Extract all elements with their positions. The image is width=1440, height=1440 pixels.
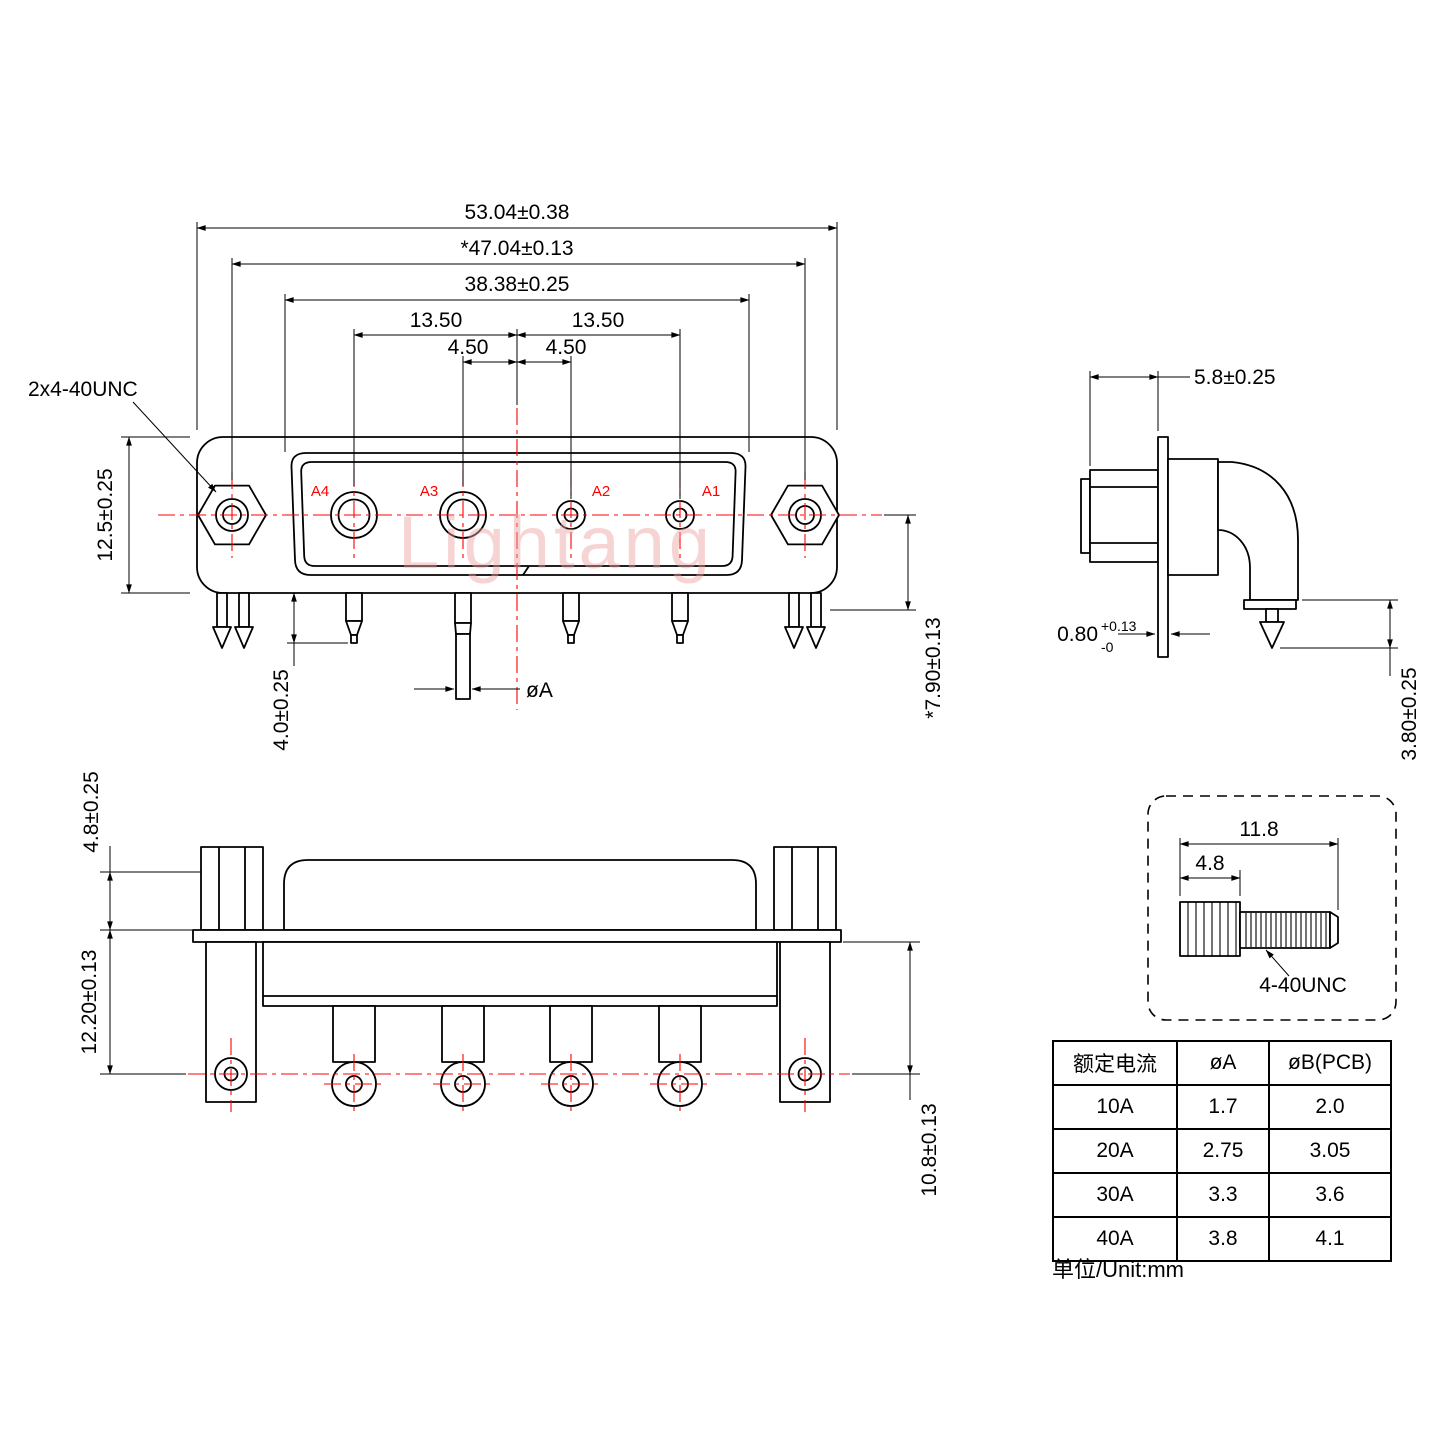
front-dimensions: 53.04±0.38 *47.04±0.13 38.38±0.25 13.50 … (28, 201, 945, 751)
dim-4-5-left: 4.50 (448, 336, 489, 359)
screw-head (1179, 901, 1241, 957)
dim-body-to-hole: 10.8±0.13 (918, 1103, 941, 1196)
cell-dia-b: 4.1 (1268, 1216, 1392, 1262)
cell-dia-b: 2.0 (1268, 1084, 1392, 1130)
col-header-dia-b: øB(PCB) (1268, 1040, 1392, 1086)
table-row: 20A 2.75 3.05 (1052, 1128, 1392, 1174)
table-row: 40A 3.8 4.1 (1052, 1216, 1392, 1262)
dim-flange-thickness: 0.80 (1057, 623, 1098, 646)
side-right-angle-bracket (1217, 461, 1299, 601)
bottom-left-standoff (200, 846, 264, 931)
table-row: 10A 1.7 2.0 (1052, 1084, 1392, 1130)
cell-dia-b: 3.6 (1268, 1172, 1392, 1218)
front-contacts: A4 A3 A2 A1 (311, 483, 720, 539)
bottom-body (192, 846, 842, 1107)
dim-flange-thickness-plus: +0.13 (1101, 618, 1137, 634)
spec-table: 额定电流 øA øB(PCB) 10A 1.7 2.0 20A 2.75 3.0… (1052, 1040, 1392, 1262)
dim-13-right: 13.50 (572, 309, 625, 332)
watermark: Lightang (398, 501, 714, 584)
cell-dia-a: 2.75 (1176, 1128, 1270, 1174)
bottom-shell (283, 859, 757, 931)
side-jackscrew (1089, 469, 1159, 563)
current-rating-table: 额定电流 øA øB(PCB) 10A 1.7 2.0 20A 2.75 3.0… (1052, 1040, 1392, 1262)
cell-current: 30A (1052, 1172, 1178, 1218)
cell-dia-a: 3.8 (1176, 1216, 1270, 1262)
side-snap-pin (1259, 621, 1285, 649)
dim-front-depth: 5.8±0.25 (1194, 366, 1276, 389)
side-body (1080, 436, 1299, 658)
table-row: 30A 3.3 3.6 (1052, 1172, 1392, 1218)
cell-current: 10A (1052, 1084, 1178, 1130)
cell-dia-a: 1.7 (1176, 1084, 1270, 1130)
dim-4-5-right: 4.50 (546, 336, 587, 359)
side-flange-plate (1157, 436, 1169, 658)
side-dimensions: 5.8±0.25 0.80 +0.13 -0 3.80±0.25 (1057, 366, 1421, 761)
cell-dia-b: 3.05 (1268, 1128, 1392, 1174)
col-header-rated-current: 额定电流 (1052, 1040, 1178, 1086)
screw-detail: 11.8 4.8 4-40UNC (1147, 795, 1397, 1021)
screw-threads (1245, 913, 1327, 947)
cell-dia-a: 3.3 (1176, 1172, 1270, 1218)
dim-center-to-edge: *7.90±0.13 (922, 617, 945, 718)
cell-current: 40A (1052, 1216, 1178, 1262)
side-housing (1167, 458, 1219, 576)
dim-screw-head-length: 4.8 (1195, 852, 1224, 875)
bottom-flange-plate (192, 929, 842, 943)
dim-body-height: 12.5±0.25 (94, 468, 117, 561)
dim-side-pin-length: 3.80±0.25 (1398, 667, 1421, 760)
cell-current: 20A (1052, 1128, 1178, 1174)
dim-standoff-height: 4.8±0.25 (80, 771, 103, 853)
bottom-right-standoff (773, 846, 837, 931)
dim-screw-total-length: 11.8 (1239, 818, 1278, 841)
d-shroud-inner (300, 461, 737, 567)
screw-knurling (1187, 902, 1237, 956)
screw-tip (1329, 911, 1339, 949)
power-pin-upper (454, 592, 472, 624)
thread-callout: 2x4-40UNC (28, 378, 138, 401)
dim-pin-diameter: øA (526, 679, 553, 702)
dim-mount-centers: *47.04±0.13 (460, 237, 573, 260)
dim-opening-width: 38.38±0.25 (465, 273, 570, 296)
bottom-dimensions: 4.8±0.25 12.20±0.13 10.8±0.13 (78, 771, 941, 1196)
unit-note: 单位/Unit:mm (1052, 1257, 1185, 1282)
insert-step-line (522, 565, 530, 576)
d-shroud-outer (290, 452, 747, 576)
screw-shaft (1239, 911, 1331, 949)
dim-overall-width: 53.04±0.38 (465, 201, 570, 224)
power-pin-shaft (455, 633, 471, 700)
side-view: 5.8±0.25 0.80 +0.13 -0 3.80±0.25 (1057, 366, 1421, 761)
table-header-row: 额定电流 øA øB(PCB) (1052, 1040, 1392, 1086)
dim-flange-thickness-minus: -0 (1101, 639, 1114, 655)
front-body (196, 436, 840, 594)
dim-pin-length: 4.0±0.25 (270, 669, 293, 751)
contact-label-a1: A1 (702, 483, 720, 500)
col-header-dia-a: øA (1176, 1040, 1270, 1086)
bottom-centerlines (188, 1038, 850, 1114)
dim-13-left: 13.50 (410, 309, 463, 332)
screw-thread-callout: 4-40UNC (1259, 974, 1347, 997)
contact-label-a3: A3 (420, 483, 438, 500)
detail-box (1147, 795, 1397, 1021)
contact-label-a2: A2 (592, 483, 610, 500)
front-view: A4 A3 A2 A1 (28, 201, 945, 751)
contact-label-a4: A4 (311, 483, 329, 500)
dim-flange-to-hole: 12.20±0.13 (78, 950, 101, 1055)
front-pins (212, 592, 826, 700)
bottom-view: 4.8±0.25 12.20±0.13 10.8±0.13 (78, 771, 941, 1196)
